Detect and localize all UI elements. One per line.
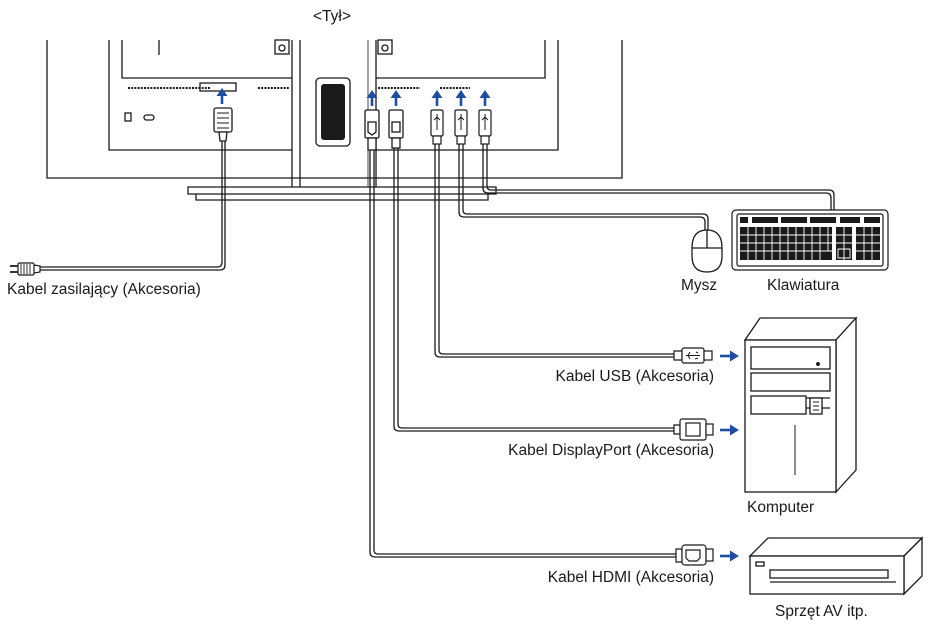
monitor-back [46,39,623,201]
hdmi-plug-icon [675,544,714,566]
mouse-label: Mysz [681,277,718,294]
port-arrows [366,90,491,106]
av-equipment-label: Sprzęt AV itp. [775,603,868,620]
power-plug-monitor-icon [213,107,233,142]
usb-plug-icon [673,347,713,364]
computer-tower-icon [743,316,858,494]
displayport-plug-icon [673,418,714,441]
av-device-icon [748,536,924,596]
hdmi-plug-monitor-icon [364,109,380,151]
cable-runs [369,144,835,558]
power-arrow [216,88,228,104]
displayport-plug-monitor-icon [388,109,404,149]
power-plug-icon [10,262,41,276]
usb-cable-label: Kabel USB (Akcesoria) [555,368,714,385]
view-label: <Tył> [313,8,351,25]
keyboard-icon [731,209,889,271]
device-arrows [720,350,739,562]
computer-label: Komputer [747,499,815,516]
power-cable-label: Kabel zasilający (Akcesoria) [7,281,201,298]
mouse-icon [691,229,723,273]
keyboard-label: Klawiatura [767,277,840,294]
usb-plugs-monitor-icon [430,109,492,145]
displayport-cable-label: Kabel DisplayPort (Akcesoria) [508,442,714,459]
hdmi-cable-label: Kabel HDMI (Akcesoria) [547,569,714,586]
power-cable [40,140,226,271]
